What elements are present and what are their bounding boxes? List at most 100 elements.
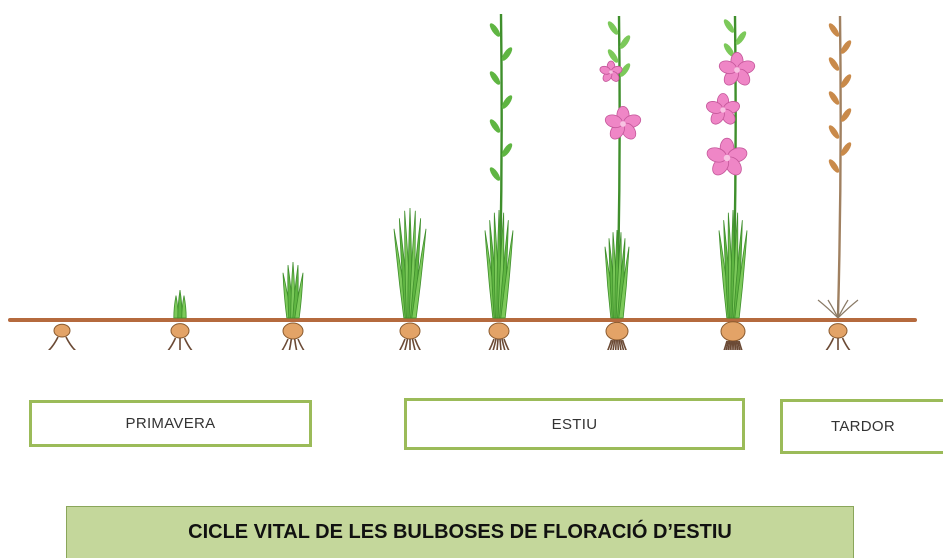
bulb	[488, 322, 510, 340]
leaf	[500, 230, 514, 319]
summer-label-box: ESTIU	[404, 398, 745, 450]
dried-leaf	[817, 299, 839, 319]
root	[618, 339, 622, 350]
root	[738, 340, 743, 350]
bud	[619, 35, 631, 49]
root	[732, 340, 735, 350]
bulb	[399, 322, 421, 340]
root	[607, 339, 613, 350]
root	[499, 338, 502, 350]
autumn-label-box: TARDOR	[780, 399, 943, 454]
plant-stage-3	[281, 261, 305, 350]
root	[621, 339, 627, 350]
autumn-label: TARDOR	[830, 418, 896, 435]
root	[288, 338, 293, 350]
flower-center	[734, 67, 740, 73]
root	[65, 336, 76, 350]
bud	[828, 125, 840, 139]
plant-stage-5	[484, 13, 514, 350]
leaf	[294, 272, 304, 319]
flower-center	[723, 154, 731, 162]
root	[736, 340, 741, 350]
bulb	[720, 321, 746, 342]
bud	[723, 19, 735, 33]
bud	[619, 63, 631, 77]
plant-stage-6	[599, 15, 642, 350]
bulb	[605, 321, 629, 341]
root	[723, 340, 728, 350]
plant-stage-2	[167, 289, 193, 350]
bulb	[828, 323, 848, 339]
summer-label: ESTIU	[551, 415, 598, 433]
root	[612, 339, 616, 350]
bud	[828, 91, 840, 105]
root	[281, 338, 289, 350]
root	[620, 339, 625, 350]
life-cycle-illustration	[8, 13, 917, 350]
root	[48, 336, 59, 350]
dried-leaf	[837, 299, 859, 319]
root	[725, 340, 730, 350]
root	[488, 338, 495, 350]
root	[411, 338, 416, 350]
bud	[489, 167, 501, 181]
root	[404, 338, 409, 350]
root	[727, 340, 731, 350]
bud	[840, 74, 852, 88]
root	[734, 340, 737, 350]
bud	[607, 49, 619, 63]
leaf	[618, 246, 630, 319]
flower-center	[620, 121, 626, 127]
leaf	[181, 295, 187, 319]
bulb	[53, 323, 71, 338]
bud	[840, 40, 852, 54]
diagram-title-box: CICLE VITAL DE LES BULBOSES DE FLORACIÓ …	[66, 506, 854, 558]
leaf	[734, 230, 748, 319]
spring-label: PRIMAVERA	[125, 415, 216, 432]
diagram-title: CICLE VITAL DE LES BULBOSES DE FLORACIÓ …	[188, 521, 732, 543]
bud	[489, 71, 501, 85]
root	[503, 338, 510, 350]
root	[297, 338, 305, 350]
root	[735, 340, 739, 350]
flower-center	[720, 107, 726, 113]
bud	[828, 23, 840, 37]
stalk	[836, 15, 842, 317]
spring-label-box: PRIMAVERA	[29, 400, 312, 447]
bulb	[170, 323, 190, 339]
bud	[501, 143, 513, 157]
bud	[501, 47, 513, 61]
root	[167, 337, 177, 350]
root	[293, 338, 298, 350]
root	[825, 337, 835, 350]
root	[729, 340, 732, 350]
plant-stage-4	[393, 207, 427, 350]
root	[492, 338, 497, 350]
bud	[840, 142, 852, 156]
root	[841, 337, 851, 350]
dried-leaf	[827, 299, 839, 319]
root	[616, 339, 620, 350]
root	[609, 339, 614, 350]
root	[614, 339, 618, 350]
bulb	[282, 322, 304, 340]
plant-stage-7	[705, 15, 756, 350]
plant-stage-1	[48, 323, 76, 350]
bud	[501, 95, 513, 109]
bud	[489, 23, 501, 37]
bud	[723, 43, 735, 57]
flower-center	[609, 70, 613, 74]
bud	[607, 21, 619, 35]
root	[399, 338, 406, 350]
root	[496, 338, 499, 350]
root	[183, 337, 193, 350]
bud	[489, 119, 501, 133]
root	[414, 338, 421, 350]
leaf	[411, 228, 427, 319]
root	[501, 338, 506, 350]
bud	[828, 57, 840, 71]
root	[731, 340, 734, 350]
plant-stage-8	[817, 15, 859, 350]
bud	[828, 159, 840, 173]
bud	[840, 108, 852, 122]
